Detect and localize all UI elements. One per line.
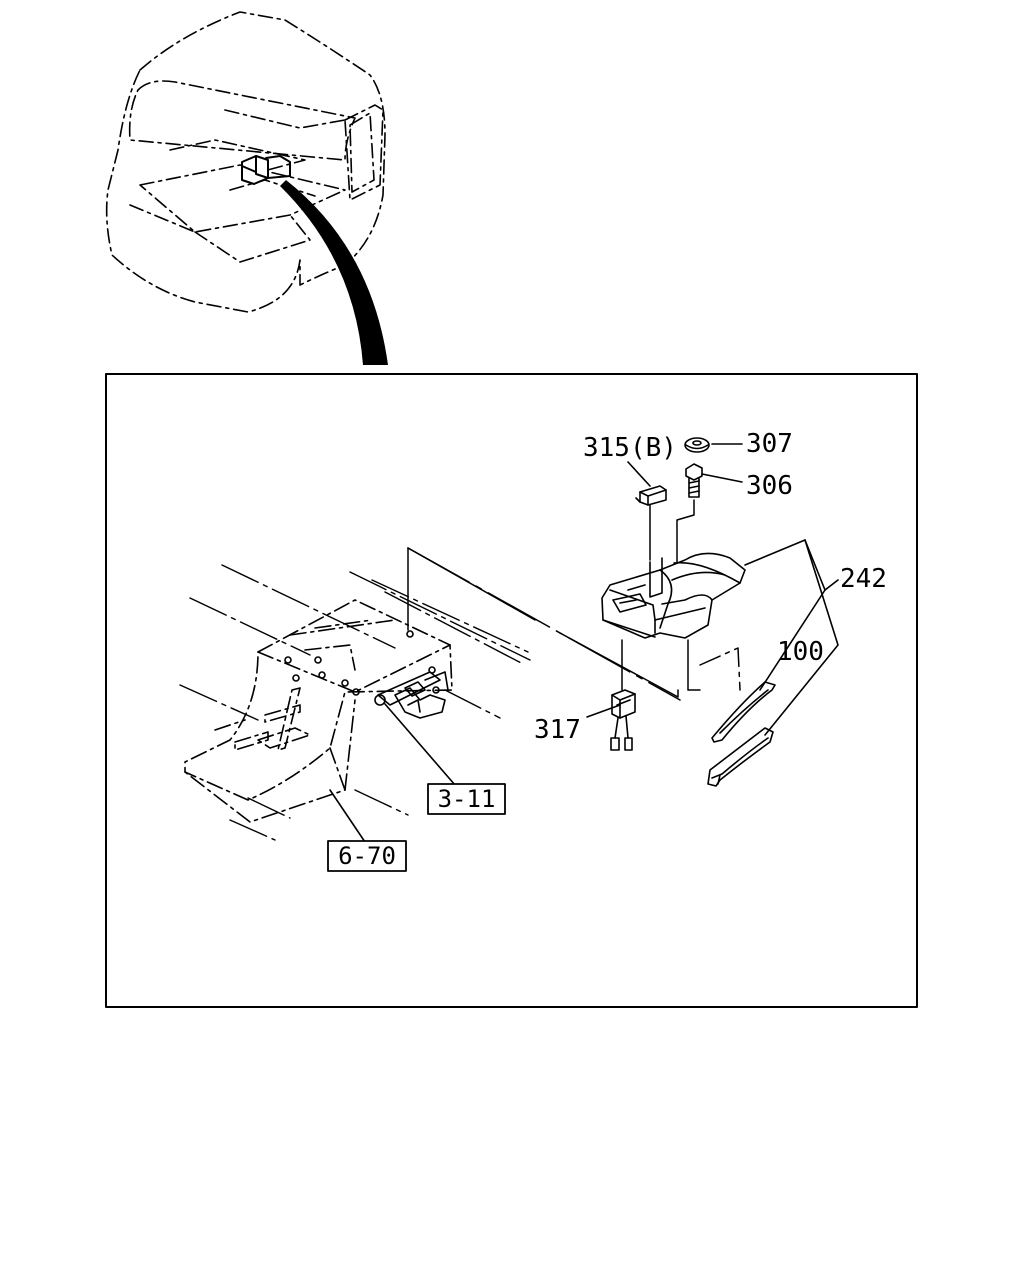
label-leaders: [586, 443, 839, 736]
part-307-washer: [684, 437, 710, 453]
cab-console-marker: [241, 155, 291, 185]
label-306: 306: [746, 471, 793, 501]
windshield: [128, 80, 356, 161]
floor-assembly: [179, 564, 531, 841]
ref-6-70-leader: [329, 789, 366, 843]
ref-3-11-leader: [384, 703, 456, 786]
assembly-lines: [407, 499, 741, 701]
ref-3-11-text: 3-11: [438, 785, 496, 813]
callout-arrow: [280, 180, 388, 365]
label-315b: 315(B): [583, 433, 677, 463]
label-307: 307: [746, 429, 793, 459]
label-100: 100: [777, 637, 824, 667]
ref-3-11-box[interactable]: 3-11: [427, 783, 506, 815]
dashboard: [139, 164, 346, 233]
shift-mechanism: [374, 666, 449, 719]
label-317: 317: [534, 715, 581, 745]
floor-tunnel: [184, 599, 453, 801]
part-306-screw: [685, 463, 703, 498]
part-100-trim: [707, 681, 776, 787]
part-317-switch: [610, 689, 636, 751]
cab-overview: [105, 11, 388, 365]
cab-outline: [105, 11, 386, 313]
part-242-console: [601, 552, 746, 639]
label-242: 242: [840, 564, 887, 594]
part-315b-clip: [635, 485, 667, 506]
detail-frame: [105, 373, 918, 1008]
side-window: [344, 104, 384, 201]
ref-6-70-text: 6-70: [338, 842, 396, 870]
ref-6-70-box[interactable]: 6-70: [327, 840, 407, 872]
